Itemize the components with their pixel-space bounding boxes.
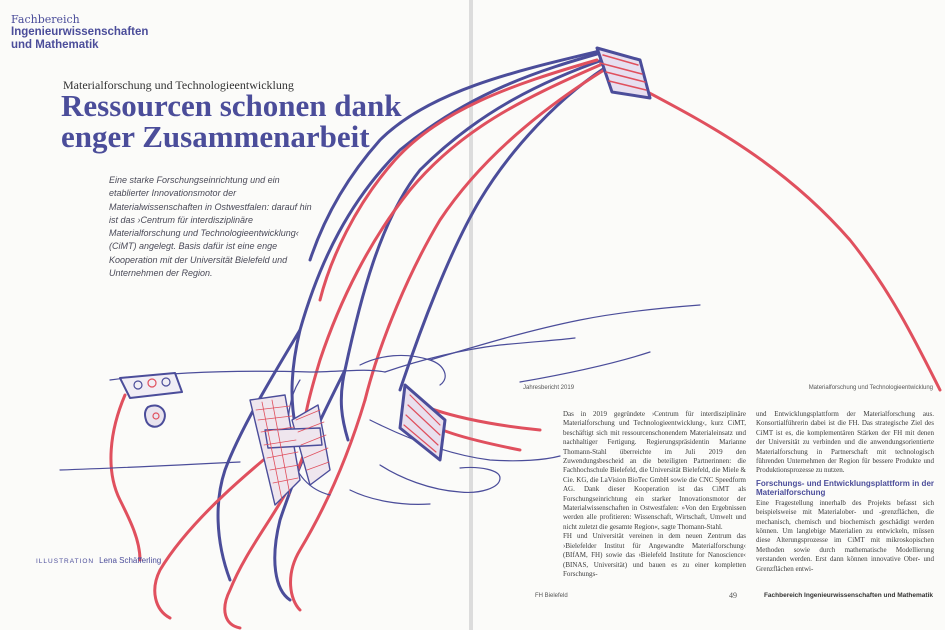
department-label: Fachbereich [11,13,80,26]
body-column-1: Das in 2019 gegründete ›Centrum für inte… [563,410,746,579]
illustration-credit: ILLUSTRATION Lena Schäfferling [36,556,161,565]
department-name: Ingenieurwissenschaften und Mathematik [11,26,149,51]
article-kicker: Materialforschung und Technologieentwick… [63,78,294,92]
credit-label: ILLUSTRATION [36,558,95,565]
body-paragraph: Eine Fragestellung innerhalb des Projekt… [756,498,934,573]
running-head-right: Materialforschung und Technologieentwick… [808,385,933,391]
page-number: 49 [729,591,737,600]
article-headline: Ressourcen schonen dank enger Zusammenar… [61,88,402,154]
footer-publisher: FH Bielefeld [535,593,568,599]
section-heading: Forschungs- und Entwicklungsplattform in… [756,478,934,498]
body-paragraph: und Entwicklungsplattform der Materialfo… [756,410,934,475]
footer-department: Fachbereich Ingenieurwissenschaften und … [763,592,933,599]
body-paragraph: Das in 2019 gegründete ›Centrum für inte… [563,410,746,531]
left-page [0,0,469,630]
hand-device [398,383,447,462]
article-lead: Eine starke Forschungseinrichtung und ei… [109,175,312,279]
credit-name: Lena Schäfferling [99,556,162,565]
spine-gutter [469,0,473,630]
body-column-2: und Entwicklungsplattform der Materialfo… [756,410,934,574]
running-head-left: Jahresbericht 2019 [523,385,575,391]
body-paragraph: FH und Universität vereinen in dem neuen… [563,532,746,578]
sensor-box-top [595,46,652,100]
wrist-device [119,372,183,428]
